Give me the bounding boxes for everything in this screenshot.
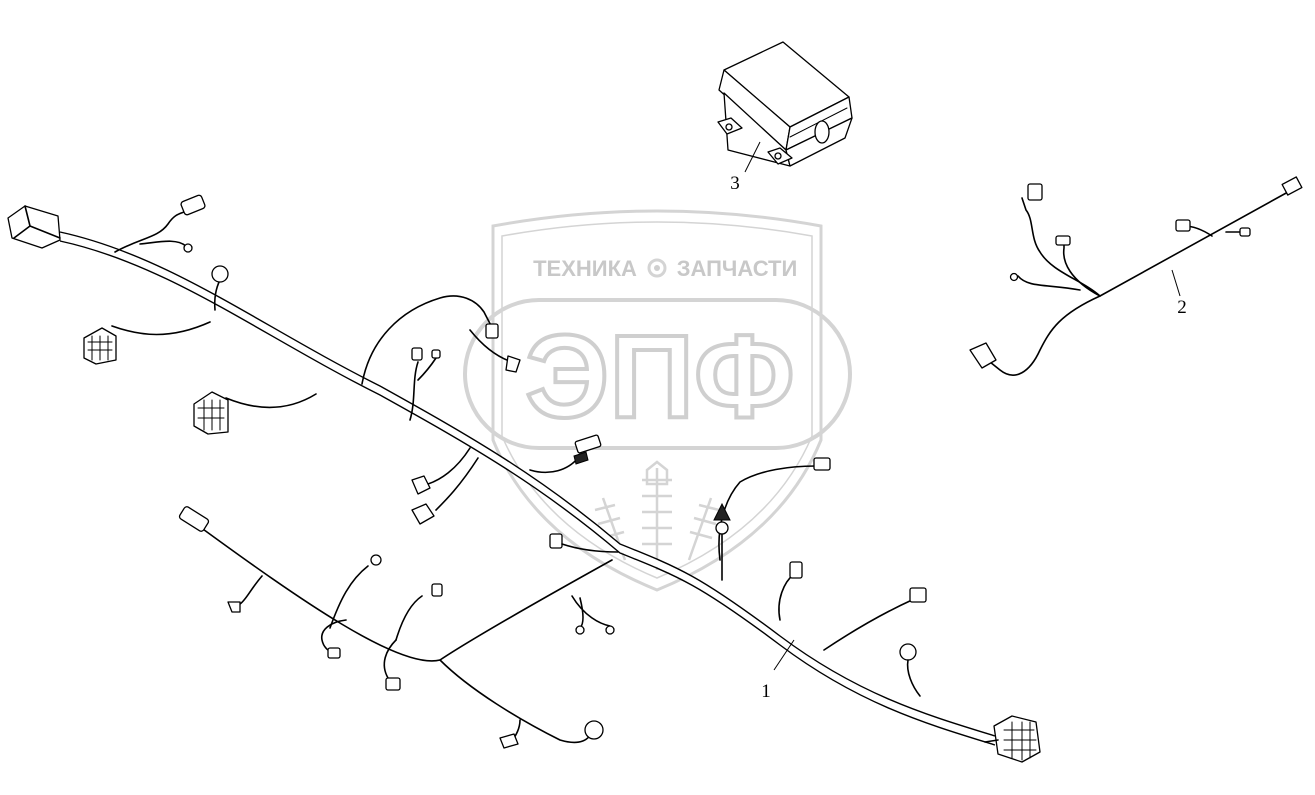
watermark: ТЕХНИКА ЗАПЧАСТИ ЭПФ — [463, 209, 852, 592]
callout-harness-main: 1 — [761, 681, 771, 702]
callout-harness-small: 2 — [1177, 297, 1187, 318]
watermark-top-right: ЗАПЧАСТИ — [677, 256, 798, 281]
connector-branch-left — [178, 506, 210, 532]
grommet-lower — [584, 720, 604, 740]
harness-main — [7, 194, 1041, 763]
connector-end-large — [993, 715, 1041, 763]
callout-relay-box: 3 — [730, 173, 740, 194]
watermark-logo-text: ЭПФ — [525, 311, 794, 443]
gear-icon — [647, 258, 667, 278]
harness-small — [969, 176, 1303, 376]
watermark-logo-plate — [463, 298, 852, 450]
ring-terminal-lower — [899, 643, 917, 661]
relay-box — [717, 41, 853, 173]
watermark-shield — [491, 209, 823, 592]
watermark-wheat — [594, 460, 720, 570]
connector-small-top — [1281, 176, 1303, 196]
ring-terminal-upper — [211, 265, 229, 283]
watermark-top-left: ТЕХНИКА — [533, 256, 637, 281]
connector-multipin-left-2 — [193, 391, 229, 435]
